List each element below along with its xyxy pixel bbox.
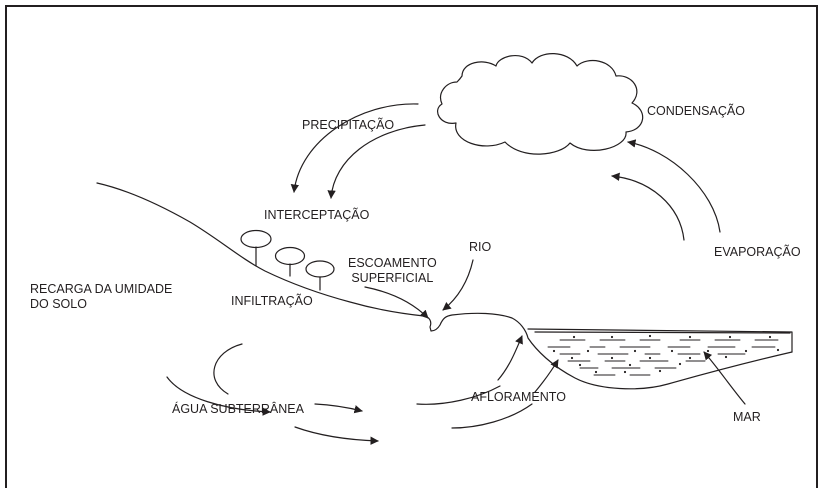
diagram-frame xyxy=(5,5,818,488)
tree-canopy-1 xyxy=(240,229,272,249)
label-condensacao: CONDENSAÇÃO xyxy=(647,104,745,118)
tree-canopy-2 xyxy=(274,246,306,266)
groundwater-arrow-2 xyxy=(294,426,379,445)
label-evaporacao: EVAPORAÇÃO xyxy=(714,245,801,259)
river-arrow xyxy=(442,259,474,311)
label-recarga-line1: RECARGA DA UMIDADE xyxy=(30,282,173,296)
afloramento-arrow-sea xyxy=(534,359,559,393)
groundwater-arc-2 xyxy=(166,376,271,416)
evaporation-arrow-inner xyxy=(611,172,685,241)
cloud-shape xyxy=(437,53,644,155)
label-agua-subterranea: ÁGUA SUBTERRÂNEA xyxy=(172,402,304,416)
afloramento-arrow-up xyxy=(497,335,523,381)
land-surface xyxy=(96,182,793,390)
label-rio: RIO xyxy=(469,240,492,254)
groundwater-arrow-1 xyxy=(314,403,363,414)
tree-canopy-3 xyxy=(305,260,335,278)
precipitation-arrow-outer xyxy=(290,103,419,193)
label-infiltracao: INFILTRAÇÃO xyxy=(231,294,313,308)
label-escoamento-line2: SUPERFICIAL xyxy=(351,271,434,285)
sea-surface-line xyxy=(534,331,791,334)
label-precipitacao: PRECIPITAÇÃO xyxy=(302,118,395,132)
evaporation-arrow-outer xyxy=(627,139,721,233)
sea-dots xyxy=(552,334,780,374)
label-interceptacao: INTERCEPTAÇÃO xyxy=(264,208,370,222)
label-escoamento-line1: ESCOAMENTO xyxy=(348,256,437,270)
groundwater-arc-1 xyxy=(213,343,243,395)
precipitation-arrow-inner xyxy=(327,124,426,199)
afloramento-arc-left xyxy=(416,385,501,405)
label-afloramento: AFLORAMENTO xyxy=(471,390,566,404)
label-recarga-line2: DO SOLO xyxy=(30,297,87,311)
label-escoamento-superficial: ESCOAMENTO SUPERFICIAL xyxy=(348,256,437,286)
sea-top xyxy=(527,328,793,353)
runoff-arrow xyxy=(364,286,429,319)
label-mar: MAR xyxy=(733,410,761,424)
sea-arrow xyxy=(703,351,746,405)
label-recarga-umidade-solo: RECARGA DA UMIDADE DO SOLO xyxy=(30,282,172,312)
sea-dashes xyxy=(547,339,779,376)
afloramento-arc-bottom xyxy=(451,403,533,429)
